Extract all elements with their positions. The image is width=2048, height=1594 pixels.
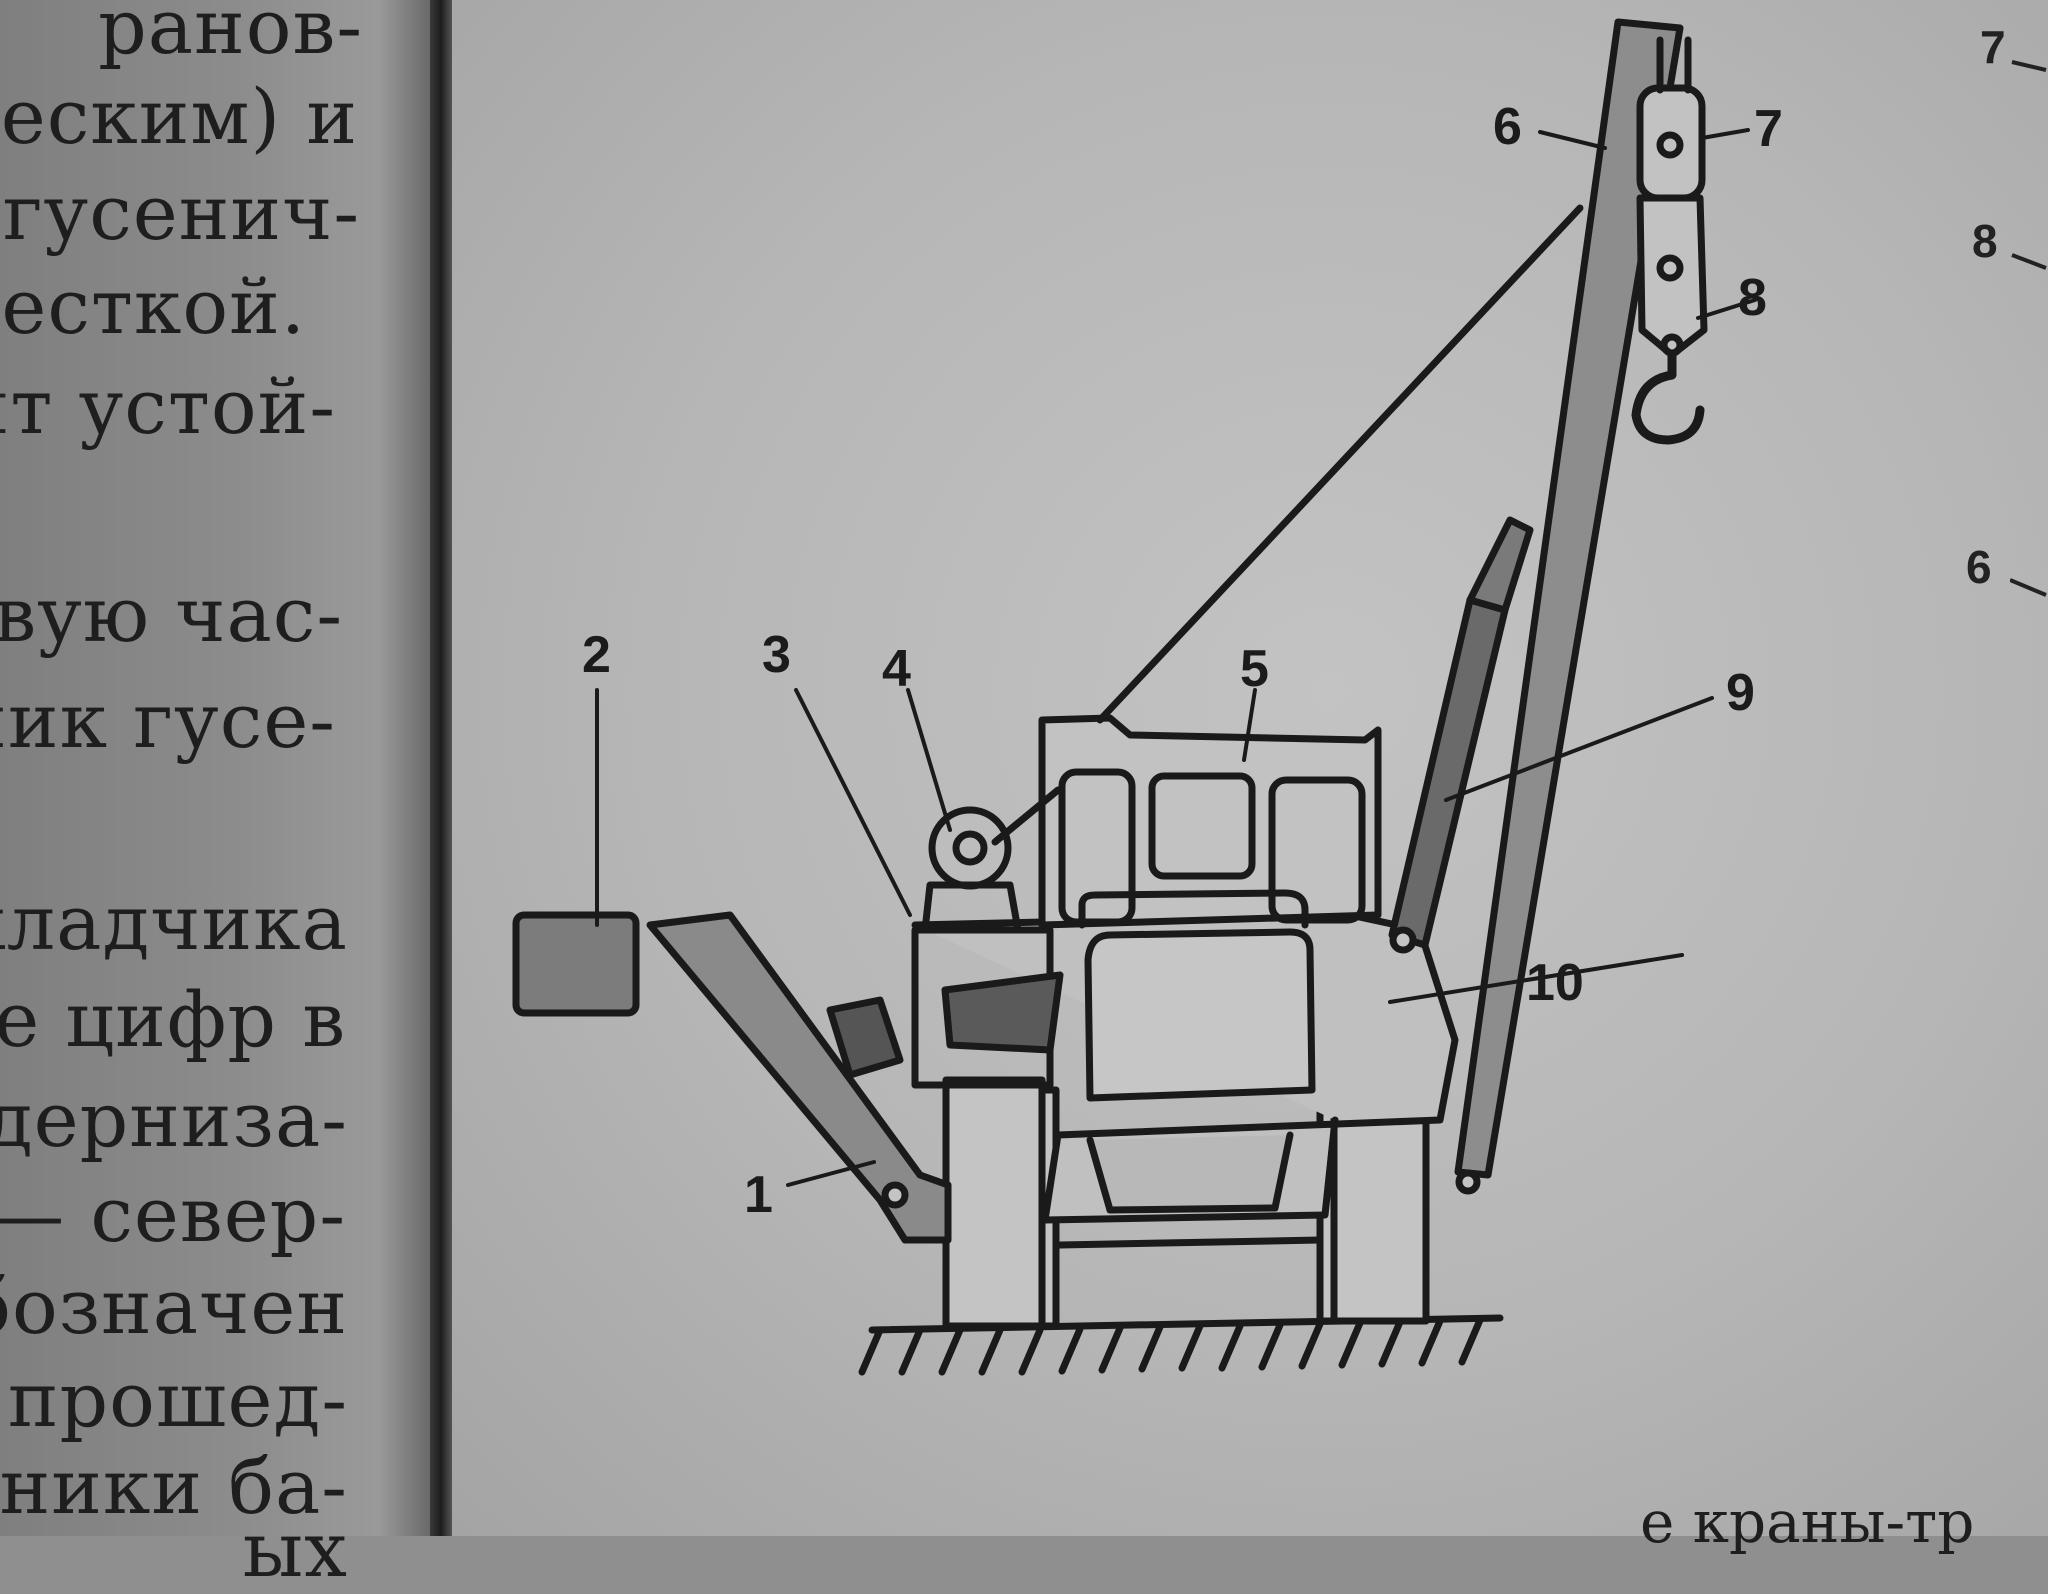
hydraulic-cylinder [1388, 516, 1534, 954]
left-page-line: чик гусе- [0, 676, 336, 765]
left-track [942, 1076, 1060, 1330]
edge-label-8: 8 [1972, 215, 1998, 267]
callout-1: 1 [744, 1166, 773, 1224]
leader-lines [595, 128, 1757, 1187]
callout-6: 6 [1493, 98, 1522, 156]
winch-rope [991, 786, 1062, 846]
book-gutter [430, 0, 452, 1536]
left-page-line: ранов- [98, 0, 363, 71]
left-page-line: овую час- [0, 570, 343, 659]
callout-4: 4 [882, 640, 911, 698]
engine-hood [1084, 928, 1316, 1102]
callout-3: 3 [762, 626, 791, 684]
left-page-line: , прошед- [0, 1355, 348, 1444]
left-page-line: — север- [0, 1170, 346, 1259]
winch-drum [911, 806, 1064, 1089]
hoist-rope [1096, 204, 1584, 724]
left-page-line: ых [242, 1505, 348, 1594]
counterweight-arm [646, 911, 952, 1244]
boom [1454, 18, 1684, 1195]
callout-5: 5 [1240, 640, 1269, 698]
callout-2: 2 [582, 626, 611, 684]
left-page-line: гусенич- [2, 168, 360, 257]
left-page-line: обозначен [0, 1262, 348, 1351]
left-page-line: нт устой- [0, 362, 336, 451]
left-book-page [0, 0, 430, 1536]
left-page-line: одерниза- [0, 1075, 348, 1164]
hook-block [1631, 194, 1708, 445]
left-page-line: есткой. [1, 262, 306, 351]
cab [1038, 714, 1382, 929]
left-page-line: ле цифр в [0, 975, 346, 1064]
callout-9: 9 [1726, 664, 1755, 722]
callout-8: 8 [1738, 269, 1767, 327]
edge-label-7: 7 [1980, 21, 2006, 73]
counterweight-block [512, 911, 640, 1017]
callout-7: 7 [1754, 100, 1783, 158]
pulley-block [1636, 36, 1706, 202]
left-page-line: еским) и [0, 72, 358, 161]
chassis [911, 911, 1459, 1249]
left-page-line: кладчика [0, 878, 348, 967]
edge-leader-lines [2010, 60, 2047, 597]
bottom-caption-fragment: е краны-тр [1640, 1488, 1975, 1556]
edge-label-6: 6 [1966, 541, 1992, 593]
pipelayer-drawing: 10 1 2 3 4 5 6 7 8 9 [512, 18, 1783, 1376]
left-page-line: чники ба- [0, 1442, 348, 1531]
callout-10: 10 [1526, 954, 1584, 1012]
